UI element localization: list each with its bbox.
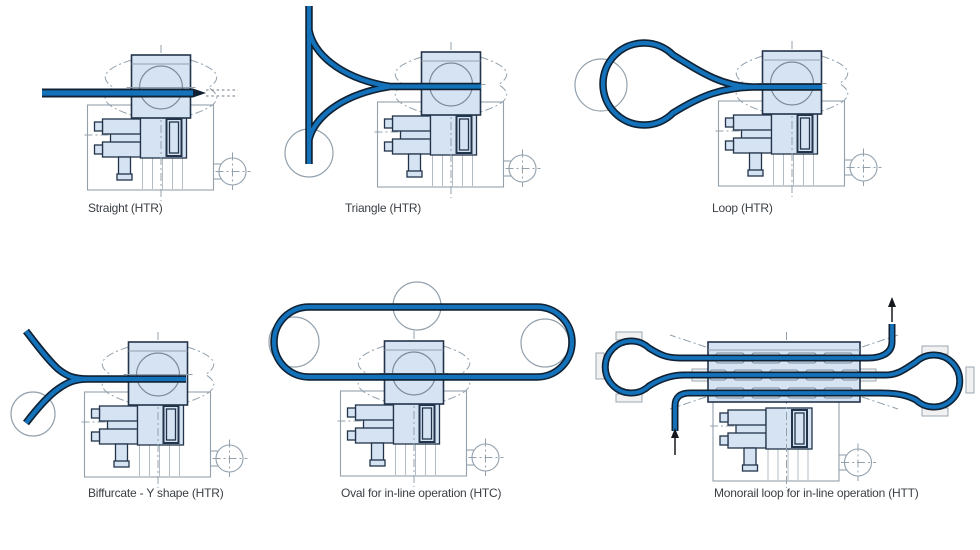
machine-schematic: [716, 41, 882, 197]
diagram-label-straight: Straight (HTR): [88, 201, 163, 215]
diagram-label-biffurcate: Biffurcate - Y shape (HTR): [88, 486, 224, 500]
flow-in-arrow-up: [671, 428, 679, 455]
machine-schematic: [338, 331, 504, 487]
diagram-label-oval: Oval for in-line operation (HTC): [341, 486, 502, 500]
triangle-diagram: [284, 6, 541, 198]
track-monorail-serpentine: [601, 324, 964, 431]
guide-wheel-circle: [574, 58, 628, 112]
monorail-diagram: [595, 297, 975, 488]
oval-diagram: [268, 281, 576, 487]
machine-schematic: [82, 332, 248, 488]
diagram-label-triangle: Triangle (HTR): [345, 201, 422, 215]
flow-out-arrow-up: [888, 297, 896, 322]
loop-diagram: [574, 39, 882, 197]
straight-diagram: [42, 45, 251, 201]
guide-wheel-circle-left: [268, 316, 320, 368]
track-continuation-dashes: [206, 89, 238, 97]
guide-wheel-circle: [10, 391, 56, 437]
track-y-shape: [23, 328, 186, 426]
machine-schematic: [85, 45, 251, 201]
biffurcate-diagram: [10, 328, 248, 488]
machine-schematic: [375, 42, 541, 198]
diagram-label-monorail: Monorail loop for in-line operation (HTT…: [714, 486, 919, 500]
track-oval: [270, 303, 576, 381]
track-loop: [599, 39, 822, 129]
guide-wheel-circle-right: [520, 318, 570, 368]
machine-schematic: [709, 332, 877, 488]
track-straight: [42, 88, 206, 98]
track-triangle: [305, 6, 481, 164]
diagram-label-loop: Loop (HTR): [712, 201, 773, 215]
